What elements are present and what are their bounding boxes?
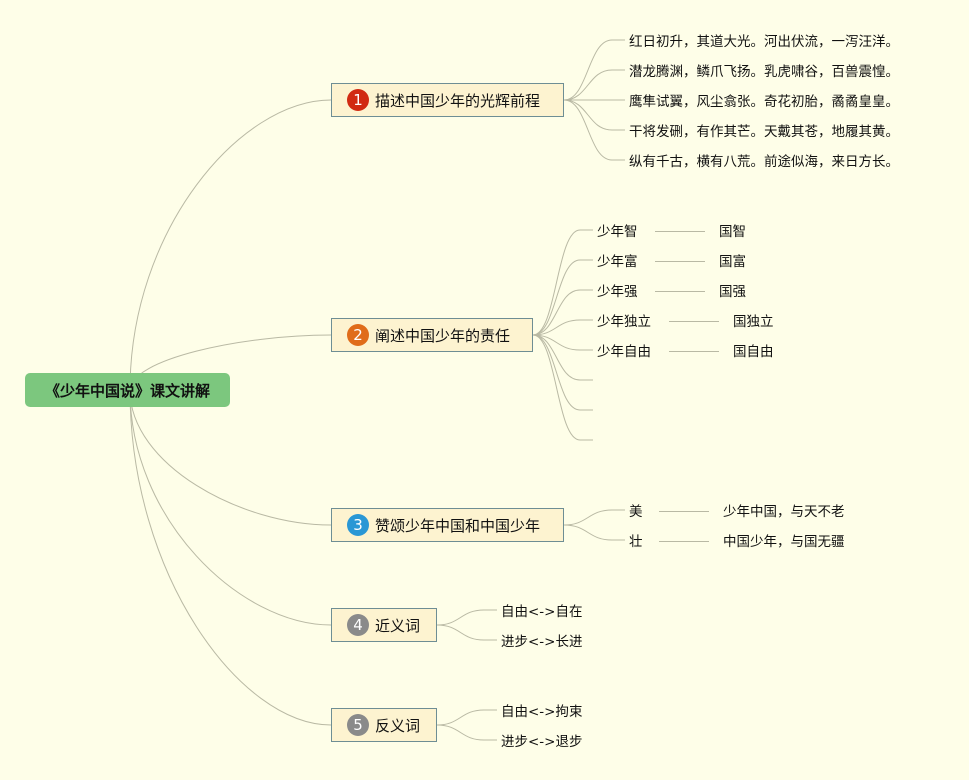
root-label: 《少年中国说》课文讲解: [44, 381, 210, 400]
branch-1-link-5: [563, 99, 625, 161]
branch-2-link-5: [532, 334, 593, 351]
branch-1-item-5: 纵有千古，横有八荒。前途似海，来日方长。: [629, 154, 899, 170]
branch-4-number-badge: 4: [347, 614, 369, 636]
branch-1-link-4: [563, 99, 625, 131]
branch-2-node[interactable]: 2 阐述中国少年的责任: [331, 318, 533, 352]
branch-1-link-1: [563, 39, 625, 101]
branch-2-pair-1-right: 国智: [719, 224, 746, 240]
branch-3-pair-1-connector: [659, 511, 709, 512]
branch-5-item-1: 自由<->拘束: [501, 704, 583, 720]
branch-2-pair-3-right: 国强: [719, 284, 746, 300]
branch-2-link-3: [532, 289, 593, 336]
branch-2-pair-3-connector: [655, 291, 705, 292]
branch-2-link-6: [532, 334, 593, 381]
branch-4-label: 近义词: [375, 616, 421, 635]
branch-1-item-4: 干将发硎，有作其芒。天戴其苍，地履其黄。: [629, 124, 899, 140]
branch-3-pair-2-connector: [659, 541, 709, 542]
branch-2-pair-2-left: 少年富: [597, 254, 638, 270]
branch-5-link-1: [436, 709, 497, 726]
branch-3-pair-2-left: 壮: [629, 534, 643, 550]
branch-1-item-2: 潜龙腾渊，鳞爪飞扬。乳虎啸谷，百兽震惶。: [629, 64, 899, 80]
root-node[interactable]: 《少年中国说》课文讲解: [25, 373, 230, 407]
branch-4-link-2: [436, 624, 497, 641]
branch-2-pair-1-connector: [655, 231, 705, 232]
branch-3-node[interactable]: 3 赞颂少年中国和中国少年: [331, 508, 564, 542]
branch-3-pair-1-right: 少年中国，与天不老: [723, 504, 845, 520]
branch-1-item-1: 红日初升，其道大光。河出伏流，一泻汪洋。: [629, 34, 899, 50]
branch-3-link-2: [563, 524, 625, 541]
root-link-4: [129, 389, 332, 626]
branch-2-link-1: [532, 229, 593, 336]
branch-2-link-8: [532, 334, 593, 441]
branch-3-pair-1-left: 美: [629, 504, 643, 520]
branch-4-node[interactable]: 4 近义词: [331, 608, 437, 642]
branch-1-node[interactable]: 1 描述中国少年的光辉前程: [331, 83, 564, 117]
branch-2-link-4: [532, 319, 593, 336]
branch-3-link-1: [563, 509, 625, 526]
branch-2-link-2: [532, 259, 593, 336]
branch-4-item-1: 自由<->自在: [501, 604, 583, 620]
branch-1-item-3: 鹰隼试翼，风尘翕张。奇花初胎，矞矞皇皇。: [629, 94, 899, 110]
branch-2-pair-1-left: 少年智: [597, 224, 638, 240]
root-link-1: [129, 99, 332, 391]
branch-3-pair-2-right: 中国少年，与国无疆: [723, 534, 845, 550]
root-link-5: [129, 389, 332, 726]
branch-2-link-7: [532, 334, 593, 411]
branch-2-pair-4-right: 国独立: [733, 314, 774, 330]
branch-1-link-2: [563, 69, 625, 101]
branch-3-number-badge: 3: [347, 514, 369, 536]
branch-2-pair-5-right: 国自由: [733, 344, 774, 360]
root-link-3: [129, 389, 332, 526]
branch-2-pair-2-right: 国富: [719, 254, 746, 270]
branch-4-item-2: 进步<->长进: [501, 634, 583, 650]
branch-2-label: 阐述中国少年的责任: [375, 326, 511, 345]
branch-4-link-1: [436, 609, 497, 626]
branch-2-pair-4-connector: [669, 321, 719, 322]
branch-2-pair-3-left: 少年强: [597, 284, 638, 300]
branch-2-pair-5-left: 少年自由: [597, 344, 651, 360]
branch-2-pair-5-connector: [669, 351, 719, 352]
branch-5-item-2: 进步<->退步: [501, 734, 583, 750]
branch-5-label: 反义词: [375, 716, 421, 735]
branch-2-number-badge: 2: [347, 324, 369, 346]
branch-1-number-badge: 1: [347, 89, 369, 111]
branch-1-label: 描述中国少年的光辉前程: [375, 91, 541, 110]
branch-2-pair-4-left: 少年独立: [597, 314, 651, 330]
branch-5-link-2: [436, 724, 497, 741]
branch-5-number-badge: 5: [347, 714, 369, 736]
branch-2-pair-2-connector: [655, 261, 705, 262]
branch-5-node[interactable]: 5 反义词: [331, 708, 437, 742]
branch-3-label: 赞颂少年中国和中国少年: [375, 516, 541, 535]
